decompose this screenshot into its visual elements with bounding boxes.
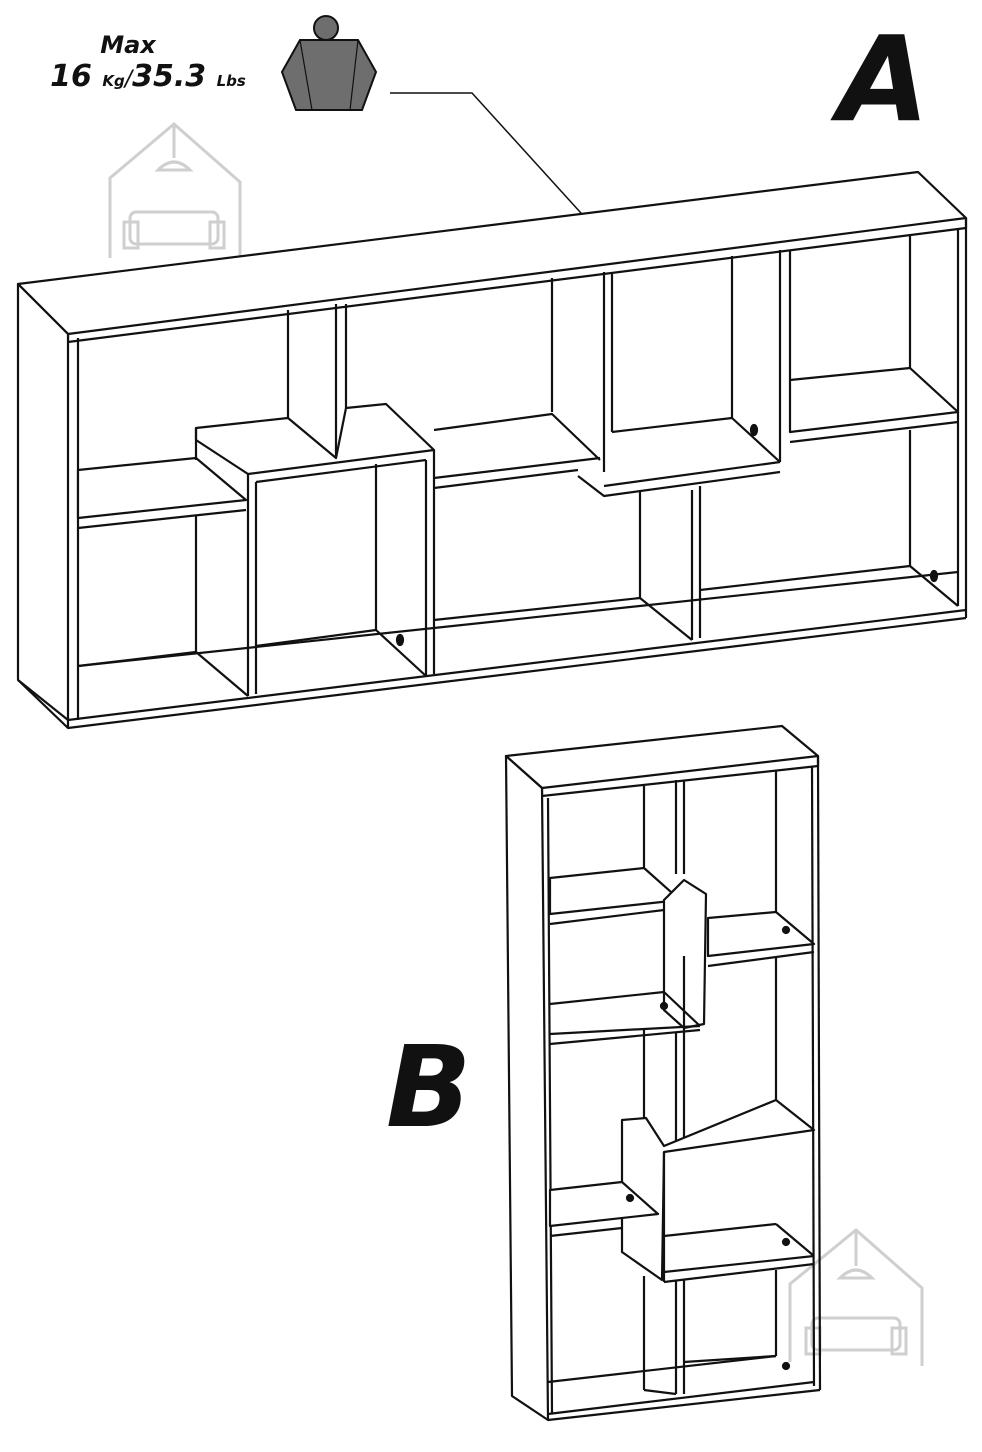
max-label: Max	[100, 31, 156, 59]
lbs-value: 35.3	[132, 58, 207, 94]
configuration-b-label: B	[386, 1023, 472, 1153]
max-load-label: Max 16 Kg/35.3 Lbs	[18, 31, 278, 94]
house-sofa-watermark-icon	[788, 1228, 924, 1366]
shelf-a-top-panel	[16, 170, 968, 336]
shelf-configuration-a	[16, 170, 968, 730]
leader-line	[390, 92, 611, 246]
lbs-unit: Lbs	[216, 71, 246, 90]
unit-separator: /	[124, 66, 133, 92]
shelf-a-left-panel	[16, 282, 70, 730]
configuration-a-label: A	[838, 10, 930, 148]
shelf-b-left-panel	[504, 754, 550, 1422]
kg-unit: Kg	[102, 71, 125, 90]
weight-icon	[280, 15, 378, 111]
kg-value: 16	[50, 58, 92, 94]
house-sofa-watermark-icon	[108, 122, 242, 262]
shelf-configuration-b	[504, 724, 822, 1422]
shelf-b-top-panel	[504, 724, 820, 790]
